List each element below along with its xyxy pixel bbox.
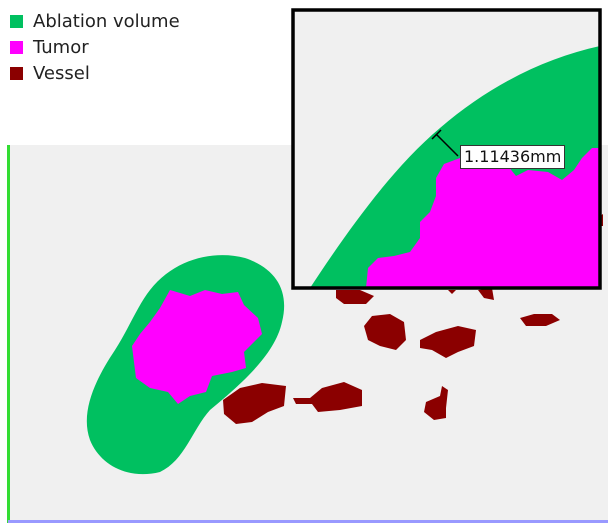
tumor-region [132, 290, 262, 404]
vessel-blob [223, 383, 286, 424]
legend-swatch-ablation [10, 14, 23, 28]
vessel-blob [420, 326, 476, 358]
vessel-blob [336, 290, 374, 304]
measurement-label: 1.11436mm [460, 145, 566, 169]
vessel-blob [424, 386, 448, 420]
legend-swatch-vessel [10, 66, 23, 80]
measurement-tick [431, 129, 442, 140]
left-edge-line [7, 145, 10, 523]
legend-item-tumor: Tumor [10, 34, 180, 60]
vessel-blob [448, 290, 456, 294]
legend-label: Ablation volume [33, 10, 180, 32]
vessel-blob [478, 288, 494, 300]
legend-label: Tumor [33, 36, 89, 58]
inset-border [291, 8, 602, 290]
bottom-edge-line [8, 520, 608, 523]
legend-label: Vessel [33, 62, 90, 84]
legend-item-vessel: Vessel [10, 60, 180, 86]
measurement-line [435, 133, 459, 157]
inset-tumor-region [366, 148, 600, 288]
vessel-blob [364, 314, 406, 350]
legend-swatch-tumor [10, 40, 23, 54]
vessel-blob [293, 382, 362, 412]
vessel-regions [223, 214, 603, 424]
vessel-blob [520, 314, 560, 326]
legend-item-ablation: Ablation volume [10, 8, 180, 34]
legend: Ablation volume Tumor Vessel [10, 8, 180, 86]
